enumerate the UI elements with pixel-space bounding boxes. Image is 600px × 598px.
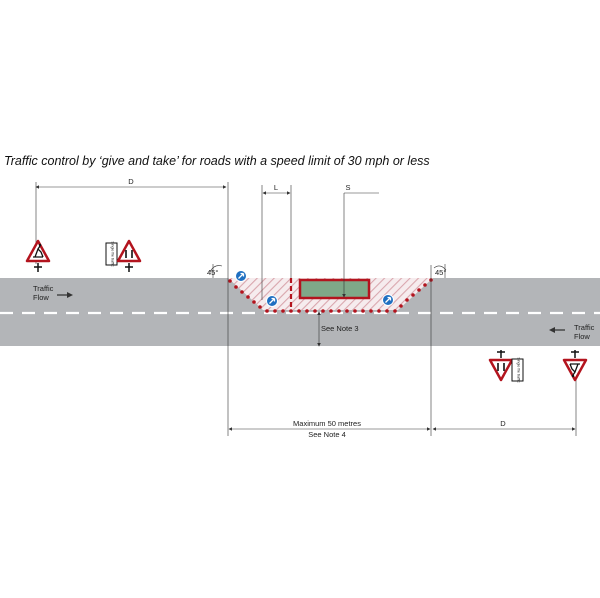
keep-left-sign-icon bbox=[235, 270, 247, 282]
label-note3: See Note 3 bbox=[321, 324, 359, 333]
label-angle-left: 45° bbox=[207, 268, 218, 277]
label-s: S bbox=[345, 183, 350, 192]
label-max-line2: See Note 4 bbox=[308, 430, 346, 439]
label-l: L bbox=[274, 183, 278, 192]
traffic-flow-right-2: Flow bbox=[574, 332, 590, 341]
traffic-flow-left-1: Traffic bbox=[33, 284, 54, 293]
label-max-line1: Maximum 50 metres bbox=[293, 419, 361, 428]
traffic-flow-right-1: Traffic bbox=[574, 323, 595, 332]
label-d-left: D bbox=[128, 177, 134, 186]
diagram-title: Traffic control by ‘give and take’ for r… bbox=[4, 154, 430, 168]
keep-left-sign-icon bbox=[266, 295, 278, 307]
label-d-right: D bbox=[500, 419, 506, 428]
plate-text-right: Single file traffic bbox=[517, 357, 521, 383]
traffic-flow-left-2: Flow bbox=[33, 293, 49, 302]
angle-arc-left bbox=[209, 265, 223, 273]
keep-left-sign-icon bbox=[382, 294, 394, 306]
label-angle-right: 45° bbox=[435, 268, 446, 277]
narrow-road-sign-icon: Single file traffic bbox=[488, 350, 524, 383]
cone-line bbox=[228, 278, 433, 313]
roadworks-sign-icon bbox=[562, 350, 588, 382]
roadworks-sign-icon bbox=[25, 239, 51, 272]
plate-text-left: Single file traffic bbox=[111, 241, 115, 267]
works-area bbox=[298, 278, 371, 300]
narrow-road-sign-icon: Single file traffic bbox=[105, 239, 142, 272]
